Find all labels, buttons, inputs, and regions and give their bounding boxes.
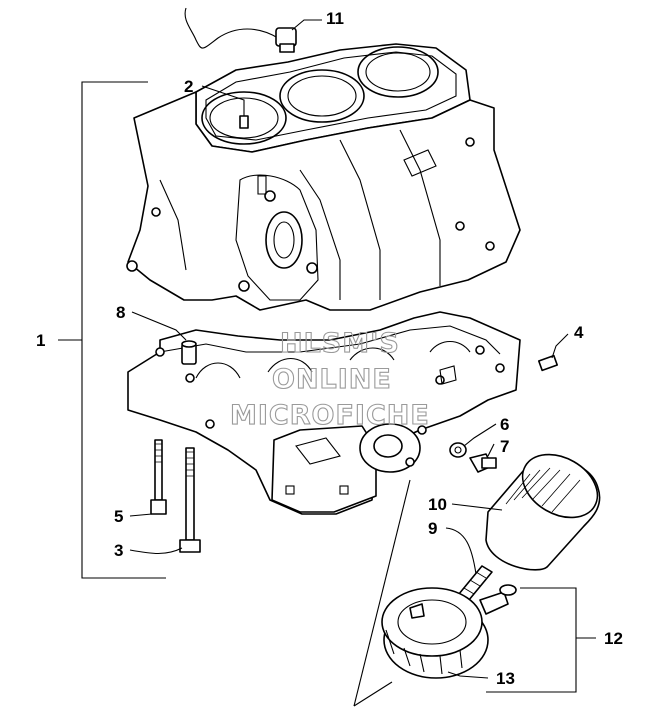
callout-leader-6	[463, 423, 497, 447]
watermark-line-1: HLSM'S	[280, 328, 400, 359]
callout-2: 2	[184, 77, 193, 96]
callout-bracket-12	[486, 587, 577, 693]
callout-1: 1	[36, 331, 45, 350]
drain-bolt	[469, 453, 497, 473]
callout-bracket-1	[81, 81, 166, 579]
callout-leader-2	[201, 85, 245, 116]
callout-leader-4	[551, 333, 569, 359]
callout-8: 8	[116, 303, 125, 322]
oil-filter	[485, 453, 601, 571]
callout-11: 11	[326, 9, 344, 28]
oil-pressure-sensor	[184, 7, 297, 53]
callout-4: 4	[574, 323, 584, 342]
lower-crankcase	[127, 311, 521, 515]
washer	[449, 442, 467, 458]
callout-leader-13	[447, 671, 489, 679]
callout-leader-8	[131, 311, 187, 341]
stud	[537, 354, 559, 372]
short-bolt	[150, 439, 167, 515]
callout-7: 7	[500, 437, 509, 456]
callout-9: 9	[428, 519, 437, 538]
long-bolt	[179, 447, 201, 553]
callout-pointer-a	[353, 479, 411, 707]
callout-12: 12	[604, 629, 623, 648]
callout-5: 5	[114, 507, 123, 526]
watermark-line-2: ONLINE	[272, 364, 392, 395]
callout-6: 6	[500, 415, 509, 434]
watermark-line-3: MICROFICHE	[230, 400, 430, 431]
callout-leader-3	[129, 547, 183, 555]
callout-leader-9	[445, 527, 477, 575]
callout-leader-7	[487, 443, 495, 457]
oil-cooler	[381, 584, 517, 679]
watermark: HLSM'S ONLINE MICROFICHE	[229, 327, 430, 431]
callout-leader-11	[291, 19, 322, 31]
callout-leader-5	[129, 513, 153, 517]
callout-pointer-b	[353, 681, 393, 707]
callout-3: 3	[114, 541, 123, 560]
callout-10: 10	[428, 495, 447, 514]
callout-leader-10	[451, 503, 503, 511]
cylinder-block	[126, 43, 521, 311]
callout-13: 13	[496, 669, 515, 688]
